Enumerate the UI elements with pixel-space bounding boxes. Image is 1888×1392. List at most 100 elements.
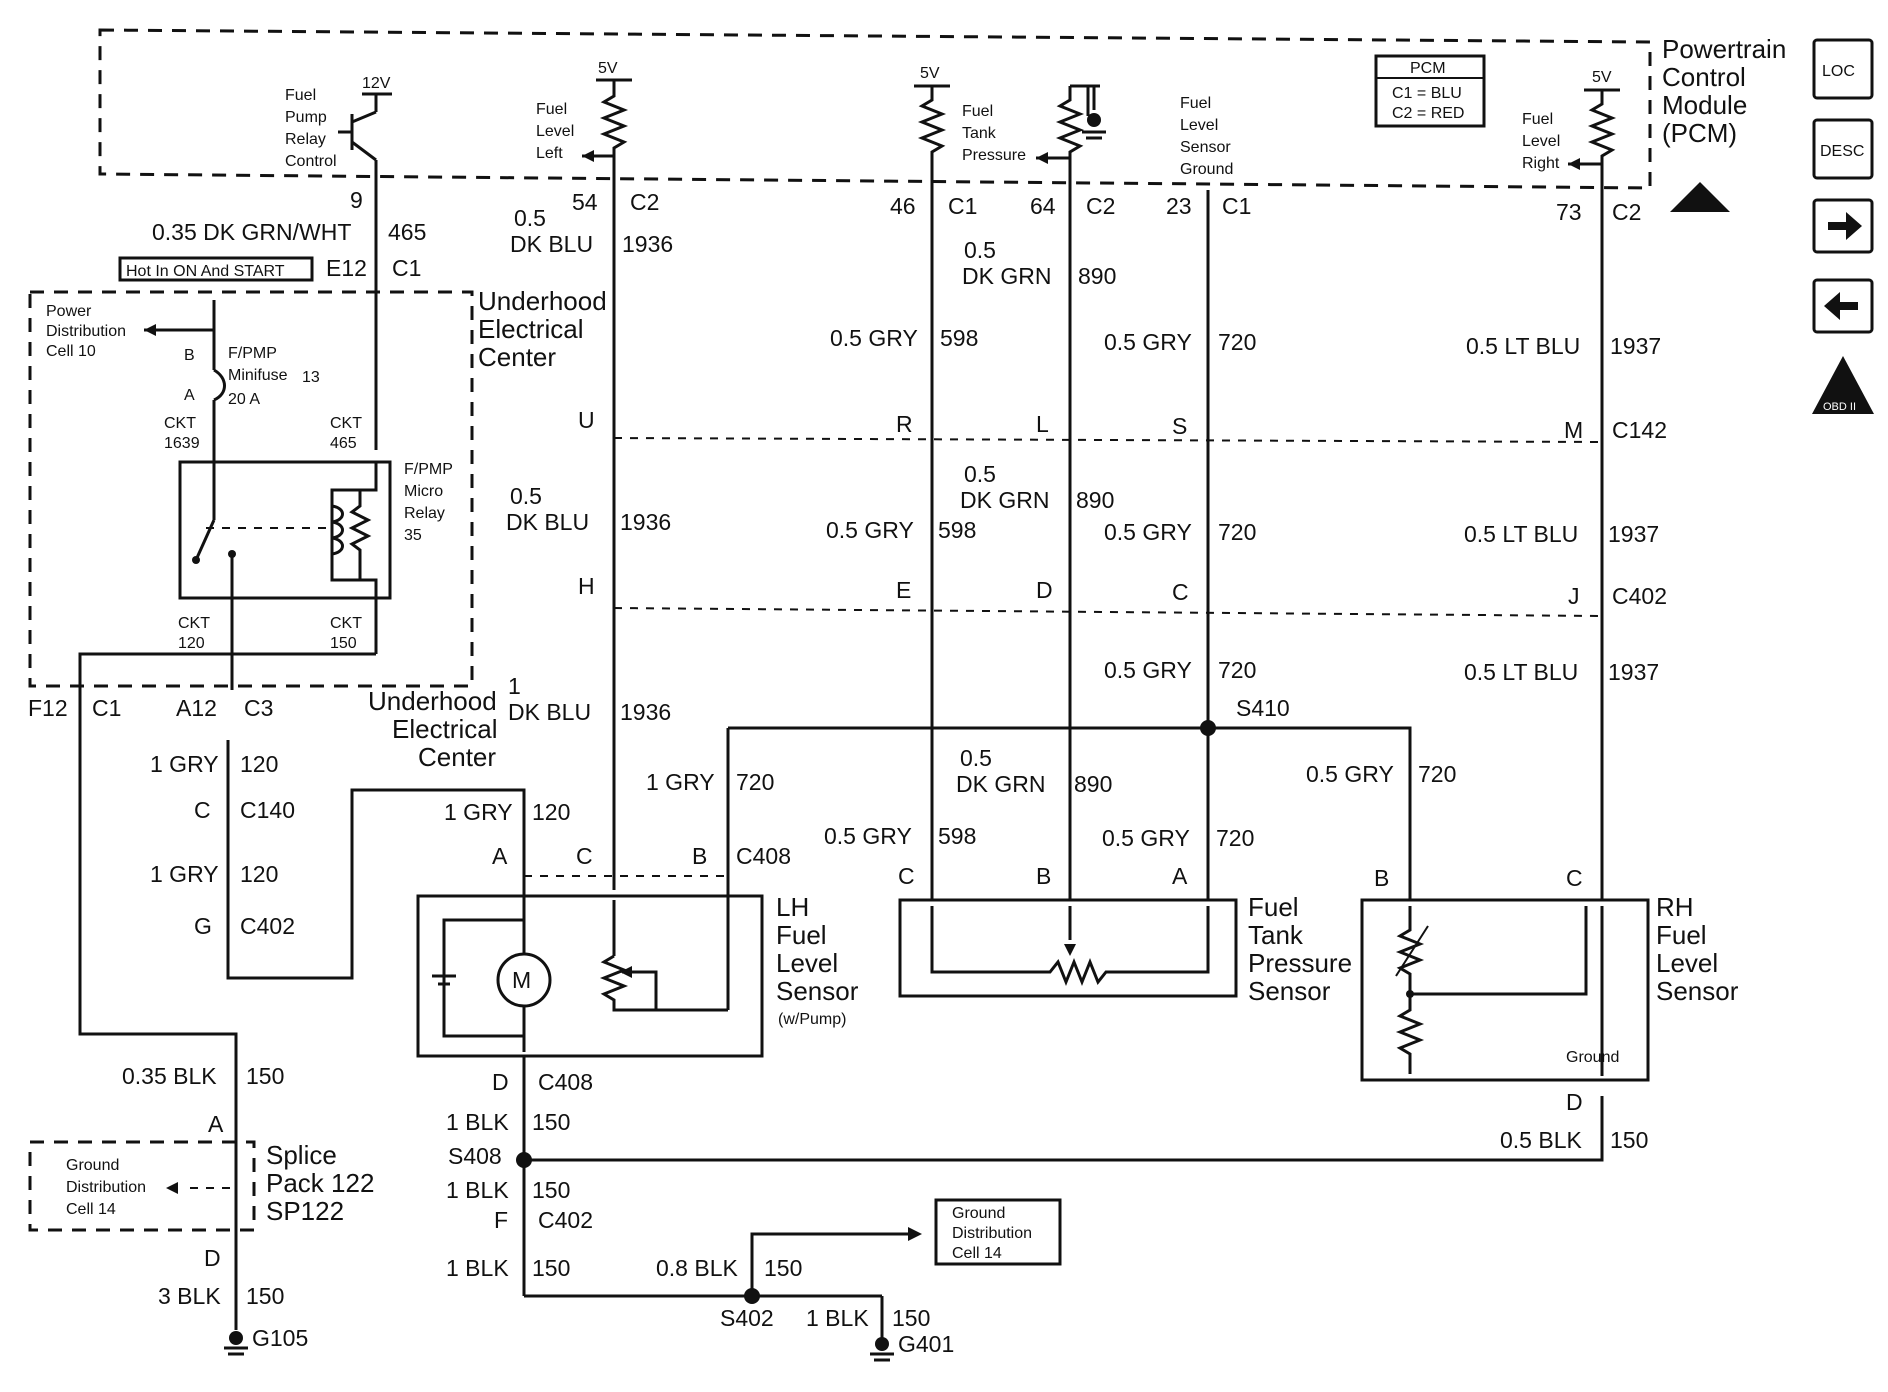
pin-46-conn: C1 bbox=[948, 193, 977, 219]
obd-icon bbox=[1812, 356, 1874, 414]
fuel-pump-relay-control-driver: Fuel Pump Relay Control 12V bbox=[285, 75, 392, 190]
gnd-dist-1: Ground bbox=[952, 1205, 1005, 1222]
conn-c-tank: C bbox=[898, 863, 915, 889]
volt-5v-598: 5V bbox=[920, 65, 940, 82]
wire-1936-mid-circuit: 1936 bbox=[620, 509, 671, 535]
fuel-tank-pressure-sensor: Fuel Tank Pressure Sensor bbox=[898, 892, 1352, 1006]
lh-note: (w/Pump) bbox=[778, 1011, 846, 1028]
conn-u: U bbox=[578, 407, 595, 433]
loc-button[interactable]: LOC bbox=[1812, 38, 1874, 100]
rh-fuel-level-sensor: Ground RH Fuel Level Sensor bbox=[1360, 892, 1739, 1082]
forward-button[interactable] bbox=[1812, 198, 1874, 254]
wire-1936-mid-gauge-2: DK BLU bbox=[506, 509, 589, 535]
conn-c402-c: C402 bbox=[538, 1207, 593, 1233]
wire-150-e-gauge: 0.5 BLK bbox=[1500, 1127, 1582, 1153]
pin-73-conn: C2 bbox=[1612, 199, 1641, 225]
wire-1936-gauge-1: 0.5 bbox=[514, 205, 546, 231]
wire-150-b-circuit: 150 bbox=[246, 1283, 284, 1309]
fuel-level-sensor-ground: Fuel Level Sensor Ground bbox=[1180, 95, 1233, 178]
conn-m: M bbox=[1564, 417, 1583, 443]
tank-pressure-1: Fuel bbox=[962, 103, 993, 120]
hot-in-on-start: Hot In ON And START bbox=[126, 263, 285, 280]
wire-890-low-circuit: 890 bbox=[1074, 771, 1112, 797]
underhood-electrical-center: Hot In ON And START E12 C1 Underhood Ele… bbox=[28, 255, 607, 772]
nav-icons: LOC DESC OBD II bbox=[1812, 38, 1874, 414]
lh-label-4: Sensor bbox=[776, 976, 859, 1006]
pcm-legend-c2: C2 = RED bbox=[1392, 105, 1464, 122]
g105-label: G105 bbox=[252, 1325, 308, 1351]
pin-73: 73 bbox=[1556, 199, 1582, 225]
pcm-title-4: (PCM) bbox=[1662, 118, 1737, 148]
wire-1937-mid-gauge: 0.5 LT BLU bbox=[1464, 521, 1578, 547]
wire-150-a-circuit: 150 bbox=[246, 1063, 284, 1089]
fuel-level-left-3: Left bbox=[536, 145, 563, 162]
relay-label-2: Micro bbox=[404, 483, 443, 500]
esd-warning-icon bbox=[1670, 182, 1730, 212]
ground-g401: G401 bbox=[870, 1331, 954, 1362]
pdc-3: Cell 10 bbox=[46, 343, 96, 360]
wire-890-mid-circuit: 890 bbox=[1076, 487, 1114, 513]
sp-label-1: Splice bbox=[266, 1140, 337, 1170]
ckt-150-1: CKT bbox=[330, 615, 362, 632]
g401-label: G401 bbox=[898, 1331, 954, 1357]
wire-598-mid-gauge: 0.5 GRY bbox=[826, 517, 914, 543]
ckt-465-2: 465 bbox=[330, 435, 357, 452]
back-button[interactable] bbox=[1812, 278, 1874, 334]
wire-150-a-gauge: 0.35 BLK bbox=[122, 1063, 217, 1089]
relay-control-label-1: Fuel bbox=[285, 87, 316, 104]
fuse-b: B bbox=[184, 347, 195, 364]
pin-23-conn: C1 bbox=[1222, 193, 1251, 219]
connector-lines bbox=[524, 437, 1603, 877]
desc-icon: DESC bbox=[1820, 143, 1864, 160]
wire-1937-mid-circuit: 1937 bbox=[1608, 521, 1659, 547]
desc-button[interactable]: DESC bbox=[1812, 118, 1874, 180]
wire-150-b-gauge: 3 BLK bbox=[158, 1283, 221, 1309]
relay-label-3: Relay bbox=[404, 505, 445, 522]
rh-ground-label: Ground bbox=[1566, 1049, 1619, 1066]
wire-1936-low-circuit: 1936 bbox=[620, 699, 671, 725]
wire-598-gauge: 0.5 GRY bbox=[830, 325, 918, 351]
conn-r: R bbox=[896, 411, 913, 437]
connector-letters: U R L S M C142 H E D C J C402 S410 C C14… bbox=[194, 407, 1667, 1331]
rh-label-3: Level bbox=[1656, 948, 1718, 978]
fuse-number: 13 bbox=[302, 369, 320, 386]
wire-890-mid-gauge-1: 0.5 bbox=[964, 461, 996, 487]
conn-c142: C142 bbox=[1612, 417, 1667, 443]
fuse-label-2: Minifuse bbox=[228, 367, 288, 384]
sensor-ground-3: Sensor bbox=[1180, 139, 1231, 156]
wire-465-circuit: 465 bbox=[388, 219, 426, 245]
pcm-legend: PCM C1 = BLU C2 = RED bbox=[1374, 54, 1486, 128]
sp-label-3: SP122 bbox=[266, 1196, 344, 1226]
pcm-module: Powertrain Control Module (PCM) PCM C1 =… bbox=[98, 28, 1786, 190]
sp-gnd-1: Ground bbox=[66, 1157, 119, 1174]
lh-label-2: Fuel bbox=[776, 920, 827, 950]
motor-label: M bbox=[512, 967, 531, 993]
conn-c-lh: C bbox=[576, 843, 593, 869]
uec-f12-conn: C1 bbox=[92, 695, 121, 721]
wire-1937-low-gauge: 0.5 LT BLU bbox=[1464, 659, 1578, 685]
wire-labels: 0.35 DK GRN/WHT 465 0.5 DK BLU 1936 0.5 … bbox=[122, 205, 1661, 1331]
conn-l: L bbox=[1036, 411, 1049, 437]
wire-720-lh-circuit: 720 bbox=[736, 769, 774, 795]
conn-e: E bbox=[896, 577, 911, 603]
uec-title-1: Underhood bbox=[478, 286, 607, 316]
wire-120-motor-gauge: 1 GRY bbox=[444, 799, 513, 825]
uec-c1: C1 bbox=[392, 255, 421, 281]
conn-g: G bbox=[194, 913, 212, 939]
ckt-120-2: 120 bbox=[178, 635, 205, 652]
conn-b-lh: B bbox=[692, 843, 707, 869]
sensor-ground-4: Ground bbox=[1180, 161, 1233, 178]
conn-c408-b: C408 bbox=[538, 1069, 593, 1095]
fuel-tank-pressure-ref: 5V bbox=[914, 65, 950, 190]
arrow-right-icon bbox=[1828, 212, 1862, 240]
obd-button[interactable]: OBD II bbox=[1812, 356, 1874, 414]
rh-label-2: Fuel bbox=[1656, 920, 1707, 950]
volt-5v-right: 5V bbox=[1592, 69, 1612, 86]
wire-120-gauge: 1 GRY bbox=[150, 751, 219, 777]
pin-64: 64 bbox=[1030, 193, 1056, 219]
uec-f12: F12 bbox=[28, 695, 68, 721]
conn-d: D bbox=[1036, 577, 1053, 603]
wire-720-mid-gauge: 0.5 GRY bbox=[1104, 519, 1192, 545]
wire-890-low-gauge-1: 0.5 bbox=[960, 745, 992, 771]
